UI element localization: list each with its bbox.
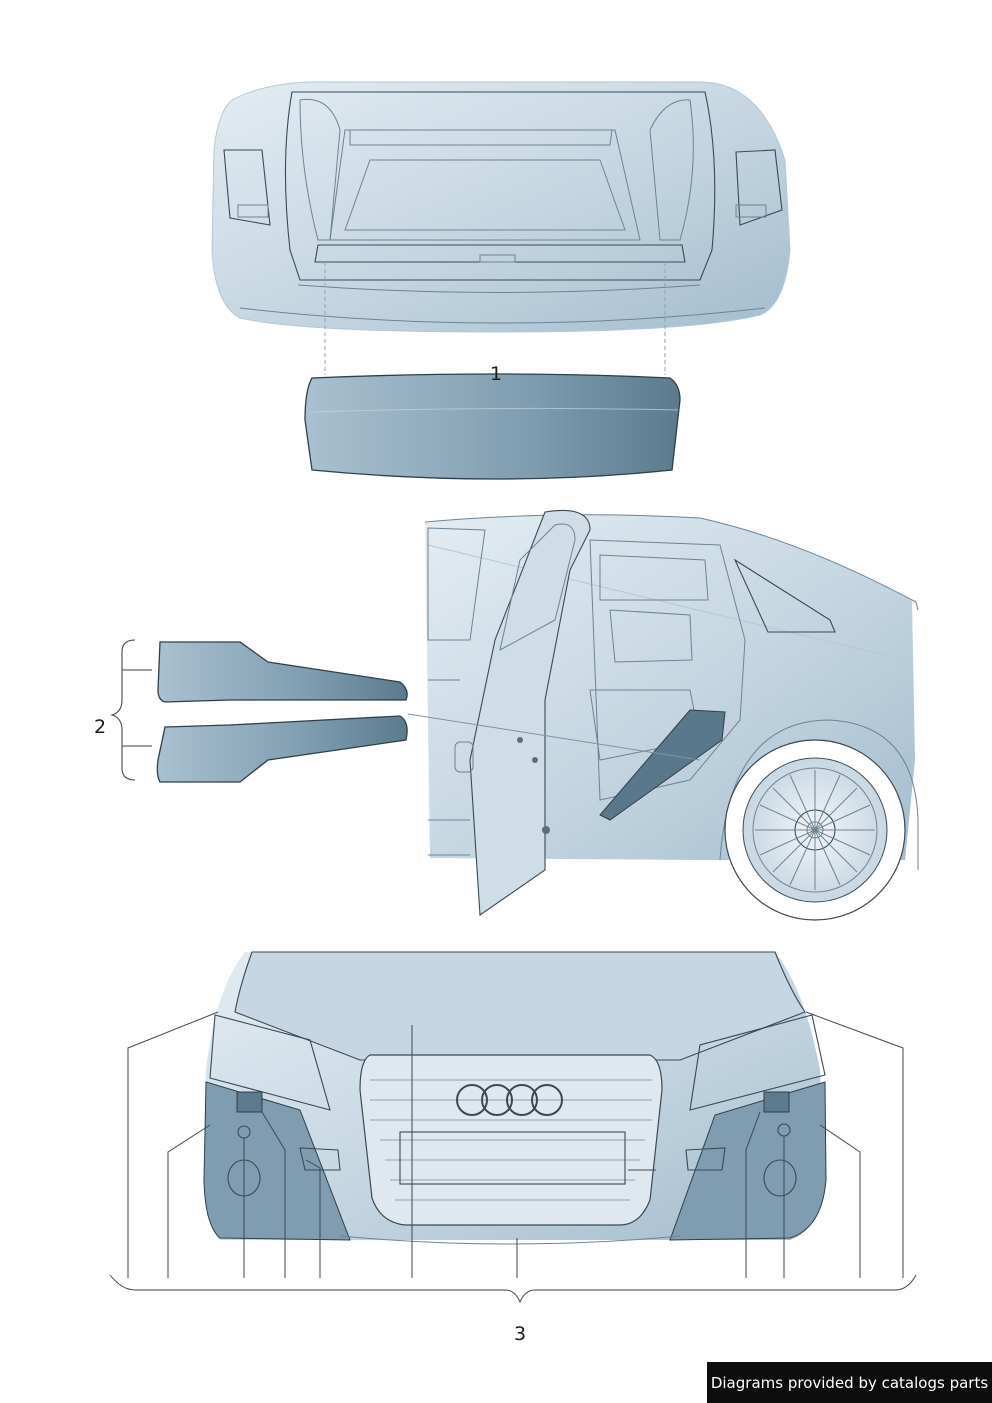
callout-label-2: 2 (94, 716, 106, 738)
callout-label-3: 3 (514, 1323, 526, 1345)
callout-label-1: 1 (490, 363, 502, 385)
credit-banner: Diagrams provided by catalogs parts (707, 1362, 992, 1403)
front-car-illustration (203, 951, 827, 1245)
side-door-illustration (407, 509, 919, 921)
credit-text: Diagrams provided by catalogs parts (710, 1373, 989, 1392)
rear-trunk-illustration (211, 81, 791, 375)
door-sill-protectors (110, 639, 408, 783)
loading-edge-protector-part (304, 373, 681, 480)
callout-3-leader-lines (109, 1011, 917, 1304)
